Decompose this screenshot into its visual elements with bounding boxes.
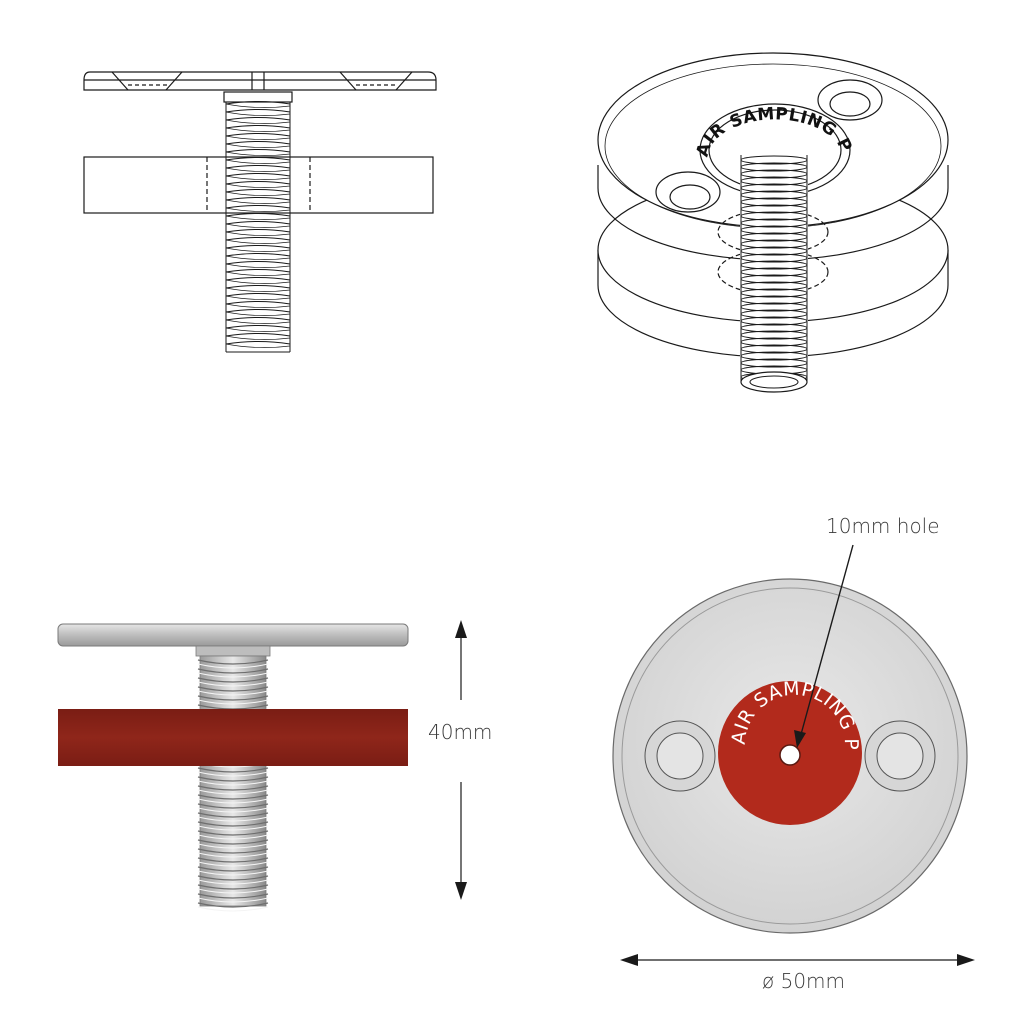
height-dimension-label: 40mm <box>428 720 492 744</box>
isometric-view-wireframe <box>597 52 949 393</box>
top-center-hole <box>779 744 801 766</box>
plate-outline <box>83 71 437 91</box>
side-view-rendered <box>57 620 467 912</box>
rendered-threaded-rod <box>197 655 269 912</box>
iso-threaded-rod <box>740 150 808 393</box>
iso-screw-hole-right <box>817 79 883 121</box>
hole-callout-label: 10mm hole <box>826 514 940 538</box>
diameter-dimension-label: ø 50mm <box>762 969 845 993</box>
top-view-rendered <box>612 544 975 966</box>
hole-leader-line <box>799 544 854 739</box>
dim-arrow-left <box>620 954 638 966</box>
threaded-rod-wireframe <box>225 101 291 353</box>
side-view-wireframe <box>83 71 437 353</box>
rendered-plate <box>57 623 409 647</box>
dim-arrow-down <box>455 882 467 900</box>
dim-arrow-up <box>455 620 467 638</box>
iso-screw-hole-left <box>655 171 721 213</box>
rendered-red-block <box>58 709 408 766</box>
dim-arrow-right <box>957 954 975 966</box>
